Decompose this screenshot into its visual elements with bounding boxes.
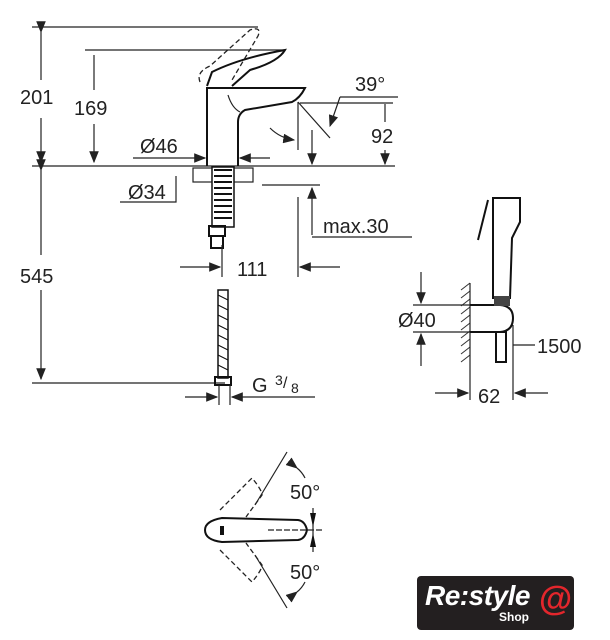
label-spout-angle: 39°: [355, 74, 385, 96]
label-connection-thread: G: [252, 375, 268, 397]
label-outlet-height: 92: [371, 126, 393, 148]
logo-at-icon: @: [539, 580, 573, 618]
label-spray-projection: 62: [478, 386, 500, 408]
label-hose-length: 545: [20, 266, 53, 288]
label-spray-hose-length: 1500: [537, 336, 582, 358]
label-connection-slash: /: [283, 375, 288, 392]
label-spout-height: 169: [74, 98, 107, 120]
label-rotation-right: 50°: [290, 562, 320, 584]
label-max-thickness: max.30: [323, 216, 389, 238]
logo-sub-text: Shop: [499, 610, 529, 624]
faucet-top-view: [203, 451, 322, 609]
logo-main-text: Re:style: [425, 580, 530, 611]
label-rotation-left: 50°: [290, 482, 320, 504]
label-base-diameter: Ø46: [140, 136, 178, 158]
label-projection: 111: [237, 259, 267, 281]
label-connection-den: 8: [291, 380, 299, 396]
faucet-side-view: [32, 21, 412, 405]
label-connection-num: 3: [275, 372, 283, 388]
label-total-height: 201: [20, 87, 53, 109]
bidet-spray-view: [413, 197, 548, 400]
label-hole-diameter: Ø34: [128, 182, 166, 204]
restyle-shop-logo: Re:style Shop @: [417, 576, 574, 630]
label-spray-holder-diameter: Ø40: [398, 310, 436, 332]
